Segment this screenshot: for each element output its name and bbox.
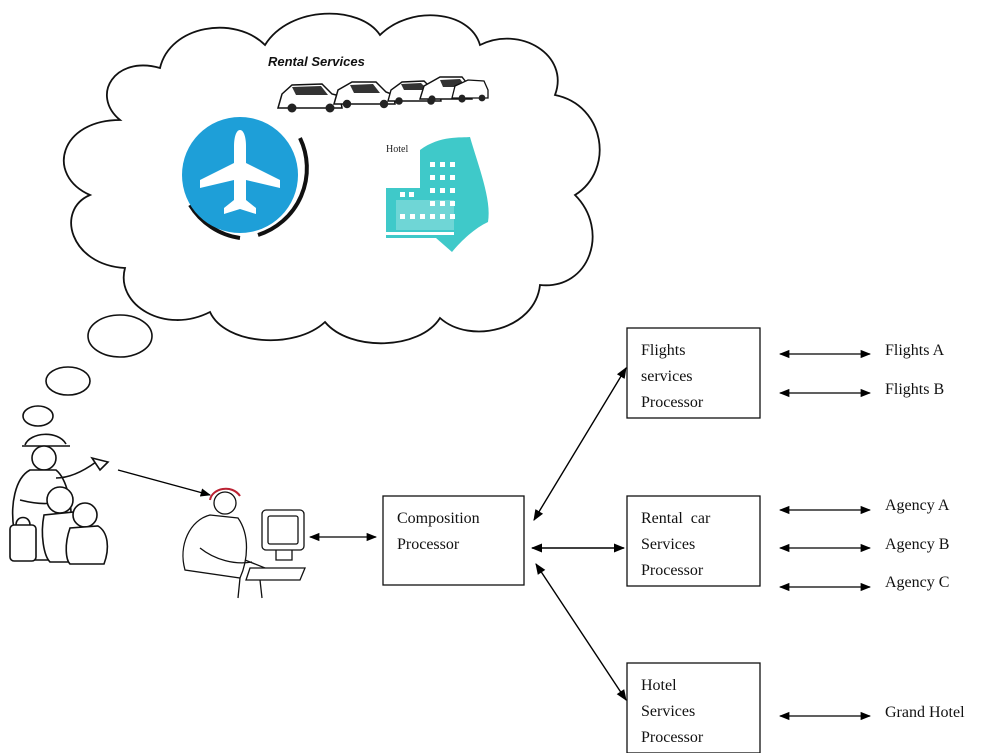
flights-processor-box: Flights services Processor bbox=[626, 327, 761, 419]
provider-flights-a: Flights A bbox=[885, 342, 945, 359]
hotel-processor-line2: Services bbox=[641, 703, 695, 720]
provider-agency-c: Agency C bbox=[885, 574, 949, 591]
flights-processor-line3: Processor bbox=[641, 394, 704, 411]
composition-line1: Composition bbox=[397, 510, 480, 527]
composition-line2: Processor bbox=[397, 536, 460, 553]
hotel-processor-line3: Processor bbox=[641, 729, 704, 746]
provider-flights-b: Flights B bbox=[885, 381, 944, 398]
flights-processor-line2: services bbox=[641, 368, 693, 385]
rental-processor-line2: Services bbox=[641, 536, 695, 553]
hotel-processor-box: Hotel Services Processor bbox=[626, 662, 761, 753]
hotel-icon bbox=[386, 137, 489, 252]
flights-processor-line1: Flights bbox=[641, 342, 685, 359]
thought-bubble-small bbox=[22, 405, 54, 427]
arrow-composition-flights bbox=[533, 367, 627, 521]
travel-agent-icon bbox=[182, 487, 306, 599]
hotel-icon-label: Hotel bbox=[386, 144, 408, 155]
rental-processor-line3: Processor bbox=[641, 562, 704, 579]
rental-services-title: Rental Services bbox=[268, 54, 365, 69]
composition-processor-box: Composition Processor bbox=[382, 495, 525, 586]
provider-agency-a: Agency A bbox=[885, 497, 950, 514]
rental-cars-icon bbox=[277, 76, 489, 113]
airplane-icon bbox=[182, 117, 309, 240]
arrow-composition-hotel bbox=[535, 563, 627, 701]
provider-grand-hotel: Grand Hotel bbox=[885, 704, 965, 721]
thought-bubble-large bbox=[87, 314, 153, 358]
traveler-family-icon bbox=[9, 433, 110, 565]
hotel-processor-line1: Hotel bbox=[641, 677, 677, 694]
rental-processor-line1: Rental car bbox=[641, 510, 711, 527]
thought-bubble-medium bbox=[45, 366, 91, 396]
rental-processor-box: Rental car Services Processor bbox=[626, 495, 761, 587]
provider-agency-b: Agency B bbox=[885, 536, 949, 553]
arrow-traveler-to-agent bbox=[117, 469, 212, 497]
